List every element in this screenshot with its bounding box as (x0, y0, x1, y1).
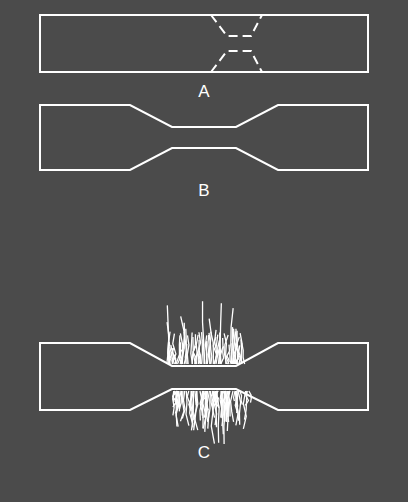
fracture-stroke (169, 342, 170, 364)
fracture-marks (167, 301, 251, 444)
figure-letter: C (198, 444, 210, 461)
fracture-stroke (226, 345, 229, 364)
fracture-stroke (206, 341, 208, 364)
fracture-stroke (205, 391, 206, 411)
fracture-stroke (214, 391, 217, 425)
figure-letter: B (198, 182, 209, 199)
fracture-stroke (194, 391, 198, 430)
fracture-stroke (212, 391, 214, 418)
fracture-stroke (215, 391, 216, 405)
fracture-stroke (197, 332, 200, 364)
fracture-stroke (175, 391, 178, 405)
fracture-stroke (180, 333, 182, 364)
fracture-stroke (205, 335, 207, 364)
fracture-stroke (231, 308, 233, 364)
fracture-stroke (176, 335, 180, 364)
fracture-stroke (224, 391, 226, 421)
fracture-stroke (231, 391, 234, 422)
fracture-stroke (173, 348, 176, 364)
bar-specimen (40, 15, 368, 72)
necked-specimen (40, 105, 368, 170)
fracture-stroke (203, 301, 205, 364)
fracture-stroke (227, 356, 229, 364)
fracture-stroke (228, 391, 230, 417)
fracture-stroke (220, 338, 223, 364)
fracture-stroke (227, 391, 230, 417)
fracture-stroke (187, 335, 189, 364)
fracture-stroke (245, 391, 248, 405)
fracture-stroke (192, 334, 195, 364)
fracture-stroke (236, 356, 240, 364)
fracture-stroke (222, 391, 224, 434)
fracture-stroke (211, 391, 214, 444)
fracture-stroke (240, 333, 243, 364)
fracture-stroke (207, 335, 208, 364)
neck-outline (211, 15, 262, 36)
fracture-stroke (236, 391, 238, 425)
fracture-stroke (227, 391, 230, 422)
fracture-stroke (225, 391, 227, 422)
fracture-stroke (203, 340, 205, 364)
fracture-stroke (172, 334, 176, 364)
fracture-stroke (249, 391, 251, 403)
fracture-stroke (216, 335, 218, 364)
fracture-stroke (221, 346, 224, 364)
fracture-stroke (240, 340, 242, 364)
fracture-stroke (199, 340, 201, 364)
fracture-stroke (193, 337, 196, 364)
fracture-stroke (202, 391, 204, 418)
fracture-stroke (186, 391, 189, 426)
fracture-stroke (238, 391, 240, 425)
fracture-stroke (211, 332, 214, 364)
fracture-stroke (180, 391, 184, 421)
fracture-stroke (210, 342, 211, 364)
neck-outline (211, 51, 262, 72)
fracture-stroke (179, 391, 181, 409)
fracture-stroke (233, 331, 236, 364)
fracture-stroke (176, 391, 179, 427)
fracture-stroke (200, 391, 203, 428)
fracture-stroke (240, 391, 242, 405)
figure-letter: A (198, 83, 209, 100)
fracture-stroke (239, 345, 241, 364)
fracture-stroke (172, 354, 173, 364)
fracture-stroke (224, 391, 226, 422)
fracture-stroke (181, 316, 185, 364)
fracture-stroke (190, 391, 194, 424)
fracture-stroke (234, 391, 236, 401)
fracture-stroke (209, 319, 211, 364)
fracture-stroke (201, 332, 203, 364)
fracture-stroke (168, 332, 170, 364)
